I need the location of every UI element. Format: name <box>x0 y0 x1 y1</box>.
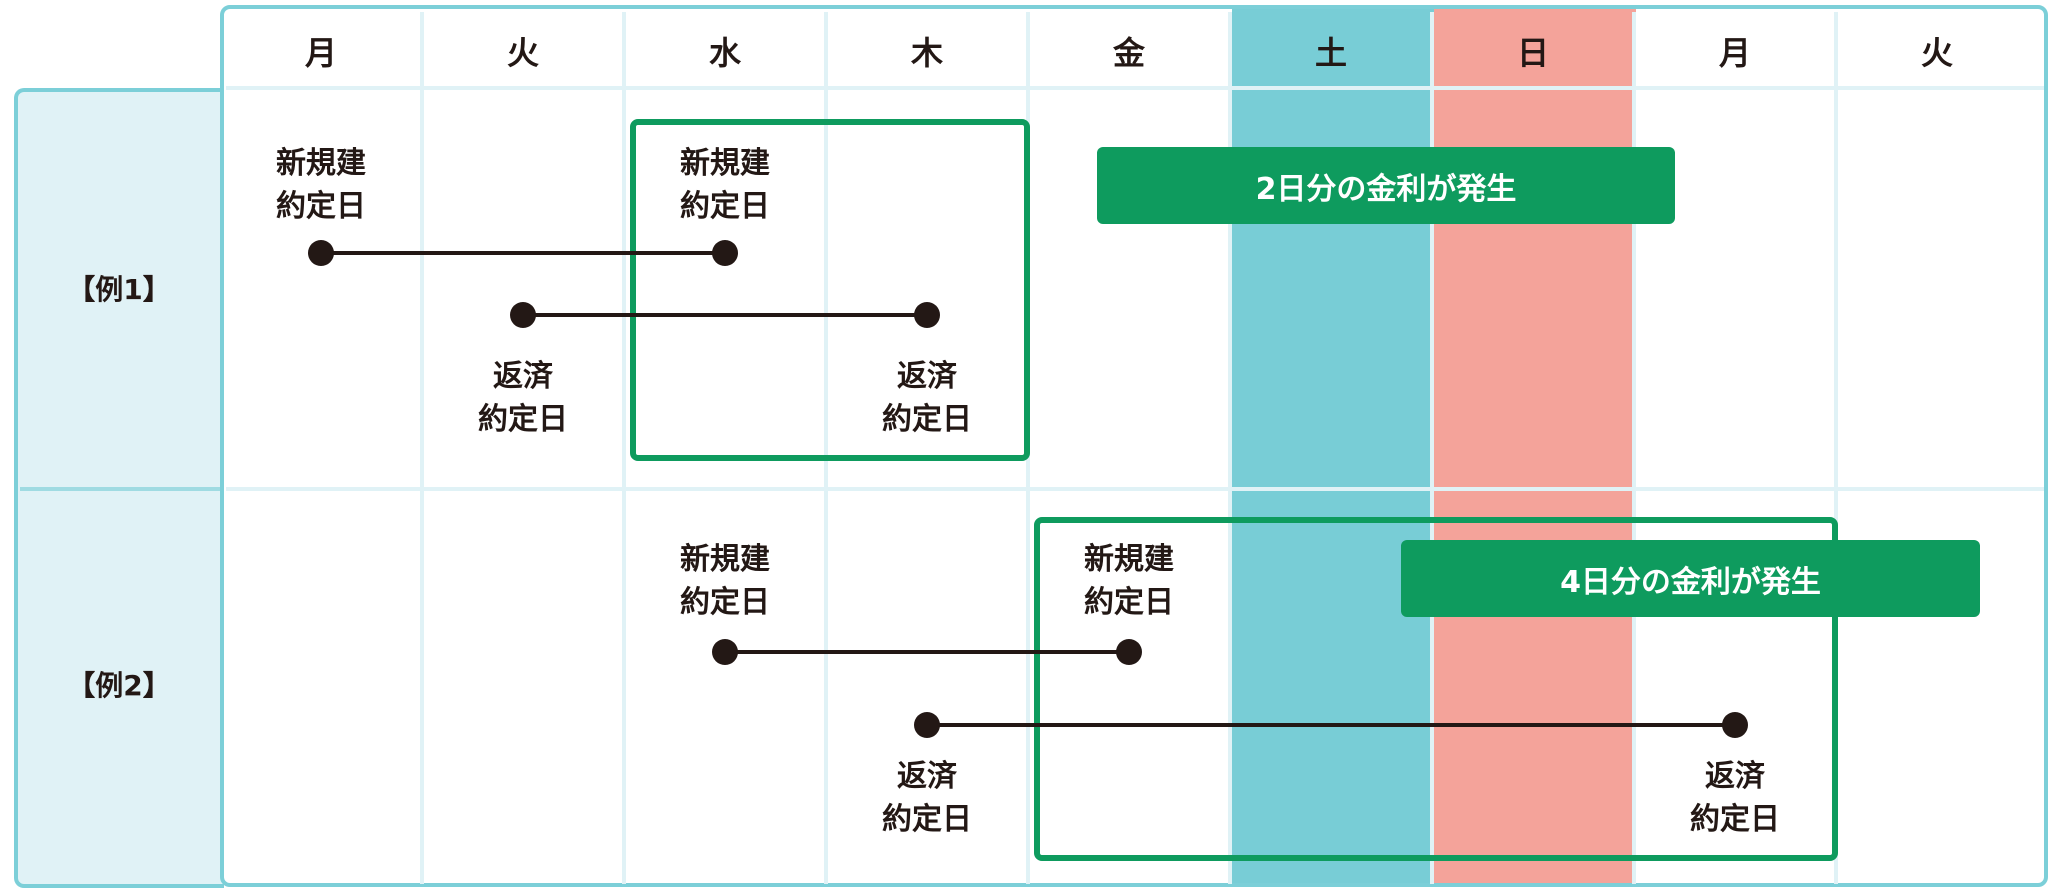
calendar-frame <box>220 5 2048 887</box>
close-trade-date-label: 約定日 <box>1690 802 1780 837</box>
column-divider <box>420 12 424 884</box>
open-end-dot <box>712 240 738 266</box>
close-start-dot <box>914 712 940 738</box>
close-trade-date-label: 約定日 <box>882 402 972 437</box>
open-trade-date-label: 新規建 <box>276 146 366 181</box>
day-header-1: 火 <box>506 34 539 72</box>
open-start-dot <box>308 240 334 266</box>
column-divider <box>622 12 626 884</box>
close-trade-date-label: 約定日 <box>882 802 972 837</box>
example-1-interest-banner: 2日分の金利が発生 <box>1097 147 1675 224</box>
row-divider <box>20 487 220 491</box>
open-start-dot <box>712 639 738 665</box>
column-divider <box>1228 12 1232 884</box>
example-1-highlight-box <box>630 119 1030 461</box>
close-period-line <box>523 313 927 317</box>
close-start-dot <box>510 302 536 328</box>
open-trade-date-label: 新規建 <box>680 146 770 181</box>
day-header-6: 日 <box>1516 34 1549 72</box>
day-header-7: 月 <box>1718 34 1751 72</box>
day-header-5: 土 <box>1314 34 1347 72</box>
column-divider <box>1430 12 1434 884</box>
open-period-line <box>725 650 1129 654</box>
close-trade-date-label: 返済 <box>897 759 957 794</box>
close-trade-date-label: 返済 <box>493 359 553 394</box>
open-period-line <box>321 251 725 255</box>
open-trade-date-label: 新規建 <box>680 542 770 577</box>
example-2-label: 【例2】 <box>67 669 171 702</box>
example-1-label: 【例1】 <box>67 273 171 306</box>
close-period-line <box>927 723 1735 727</box>
open-trade-date-label: 約定日 <box>276 189 366 224</box>
close-trade-date-label: 返済 <box>1705 759 1765 794</box>
example-2-interest-banner: 4日分の金利が発生 <box>1401 540 1980 617</box>
open-trade-date-label: 約定日 <box>680 585 770 620</box>
header-divider <box>226 86 2044 90</box>
column-divider <box>1834 12 1838 884</box>
column-divider <box>1632 12 1636 884</box>
open-trade-date-label: 約定日 <box>1084 585 1174 620</box>
day-header-4: 金 <box>1112 34 1145 72</box>
open-trade-date-label: 約定日 <box>680 189 770 224</box>
example-2-highlight-box <box>1034 517 1838 861</box>
open-end-dot <box>1116 639 1142 665</box>
day-header-2: 水 <box>708 34 741 72</box>
open-trade-date-label: 新規建 <box>1084 542 1174 577</box>
column-divider <box>824 12 828 884</box>
close-trade-date-label: 約定日 <box>478 402 568 437</box>
day-header-3: 木 <box>910 34 943 72</box>
day-header-0: 月 <box>304 34 337 72</box>
close-end-dot <box>1722 712 1748 738</box>
row-divider <box>226 487 2044 491</box>
close-end-dot <box>914 302 940 328</box>
day-header-8: 火 <box>1920 34 1953 72</box>
close-trade-date-label: 返済 <box>897 359 957 394</box>
